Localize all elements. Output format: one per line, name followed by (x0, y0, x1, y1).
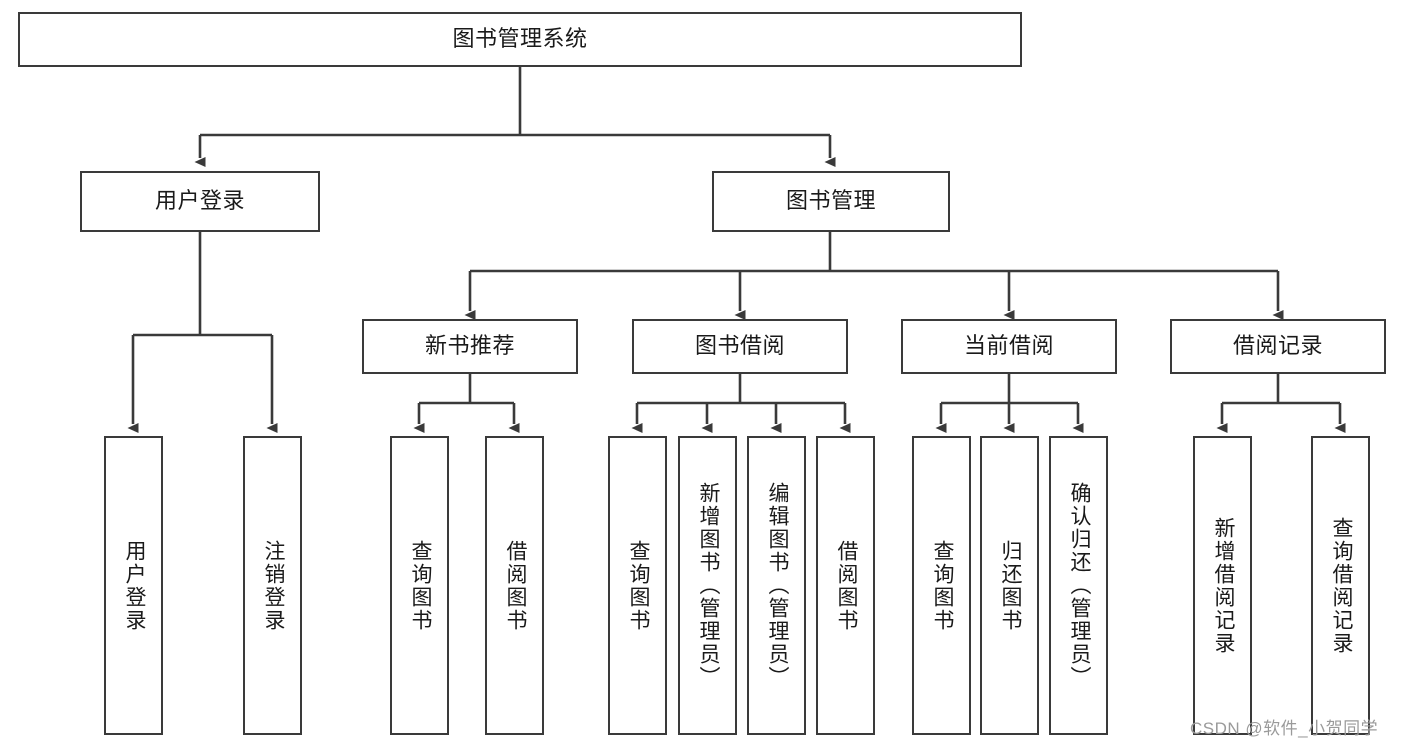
leaf-bb-query-book-label: 查询图书 (626, 539, 650, 632)
leaf-cb-confirm-return-label: 确认归还（管理员） (1067, 482, 1091, 689)
leaf-logout-label: 注销登录 (261, 539, 285, 632)
leaf-nb-query-book-label: 查询图书 (408, 539, 432, 632)
node-new-book-recommend-label: 新书推荐 (424, 333, 515, 359)
leaf-bb-edit-book-label: 编辑图书（管理员） (765, 482, 789, 689)
leaf-cb-query-book[interactable]: 查询图书 (912, 436, 971, 735)
leaf-bb-add-book-label: 新增图书（管理员） (696, 482, 720, 689)
leaf-nb-borrow-book[interactable]: 借阅图书 (485, 436, 544, 735)
leaf-nb-query-book[interactable]: 查询图书 (390, 436, 449, 735)
leaf-bb-query-book[interactable]: 查询图书 (608, 436, 667, 735)
node-book-borrow[interactable]: 图书借阅 (632, 319, 848, 374)
leaf-user-login[interactable]: 用户登录 (104, 436, 163, 735)
leaf-cb-confirm-return[interactable]: 确认归还（管理员） (1049, 436, 1108, 735)
leaf-bb-edit-book[interactable]: 编辑图书（管理员） (747, 436, 806, 735)
leaf-cb-return-book[interactable]: 归还图书 (980, 436, 1039, 735)
leaf-user-login-label: 用户登录 (122, 539, 146, 632)
node-current-borrow[interactable]: 当前借阅 (901, 319, 1117, 374)
leaf-br-query-record-label: 查询借阅记录 (1329, 516, 1353, 655)
leaf-bb-add-book[interactable]: 新增图书（管理员） (678, 436, 737, 735)
node-book-management-label: 图书管理 (785, 188, 876, 214)
node-book-borrow-label: 图书借阅 (694, 333, 785, 359)
leaf-br-query-record[interactable]: 查询借阅记录 (1311, 436, 1370, 735)
node-book-management[interactable]: 图书管理 (712, 171, 950, 232)
node-user-login[interactable]: 用户登录 (80, 171, 320, 232)
leaf-bb-borrow-book[interactable]: 借阅图书 (816, 436, 875, 735)
node-root[interactable]: 图书管理系统 (18, 12, 1022, 67)
leaf-bb-borrow-book-label: 借阅图书 (834, 539, 858, 632)
leaf-br-add-record-label: 新增借阅记录 (1211, 516, 1235, 655)
leaf-cb-query-book-label: 查询图书 (930, 539, 954, 632)
node-user-login-label: 用户登录 (154, 188, 245, 214)
node-borrow-record[interactable]: 借阅记录 (1170, 319, 1386, 374)
node-current-borrow-label: 当前借阅 (963, 333, 1054, 359)
node-root-label: 图书管理系统 (452, 26, 588, 52)
node-borrow-record-label: 借阅记录 (1232, 333, 1323, 359)
leaf-br-add-record[interactable]: 新增借阅记录 (1193, 436, 1252, 735)
node-new-book-recommend[interactable]: 新书推荐 (362, 319, 578, 374)
leaf-nb-borrow-book-label: 借阅图书 (503, 539, 527, 632)
leaf-logout[interactable]: 注销登录 (243, 436, 302, 735)
leaf-cb-return-book-label: 归还图书 (998, 539, 1022, 632)
